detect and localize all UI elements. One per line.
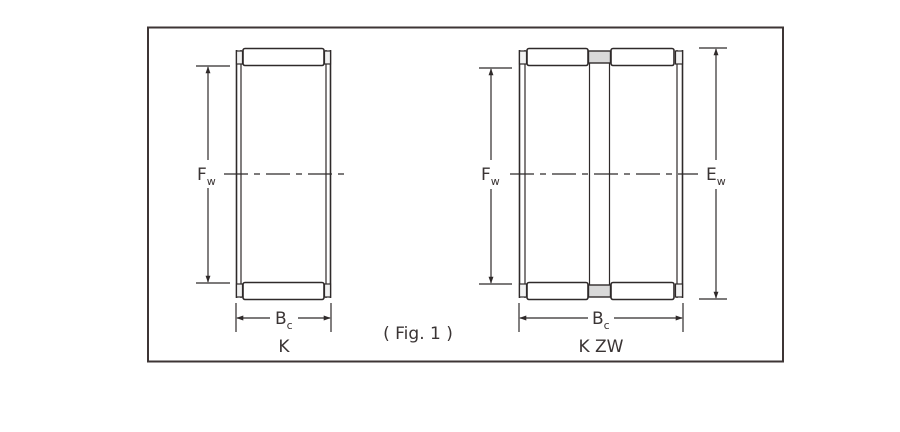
figure-caption: ( Fig. 1 ) (383, 324, 453, 344)
bearing-k-name: K (278, 337, 290, 357)
bearing-kzw-drawing (479, 47, 727, 332)
k-fw-label: Fw (197, 165, 216, 188)
kzw-bc-label: Bc (592, 309, 610, 332)
roller-top (242, 47, 325, 67)
k-bc-label: Bc (275, 309, 293, 332)
roller-bottom-left (526, 281, 589, 301)
roller-top-left (526, 47, 589, 67)
bearing-kzw-name: K ZW (578, 337, 623, 357)
spacer-bottom (587, 284, 612, 298)
roller-bottom-right (610, 281, 675, 301)
kzw-ew-label: Ew (706, 165, 726, 188)
spacer-top (587, 50, 612, 64)
roller-bottom (242, 281, 325, 301)
bearing-k-drawing (196, 47, 345, 332)
kzw-fw-label: Fw (481, 165, 500, 188)
figure-frame (147, 26, 784, 363)
roller-top-right (610, 47, 675, 67)
